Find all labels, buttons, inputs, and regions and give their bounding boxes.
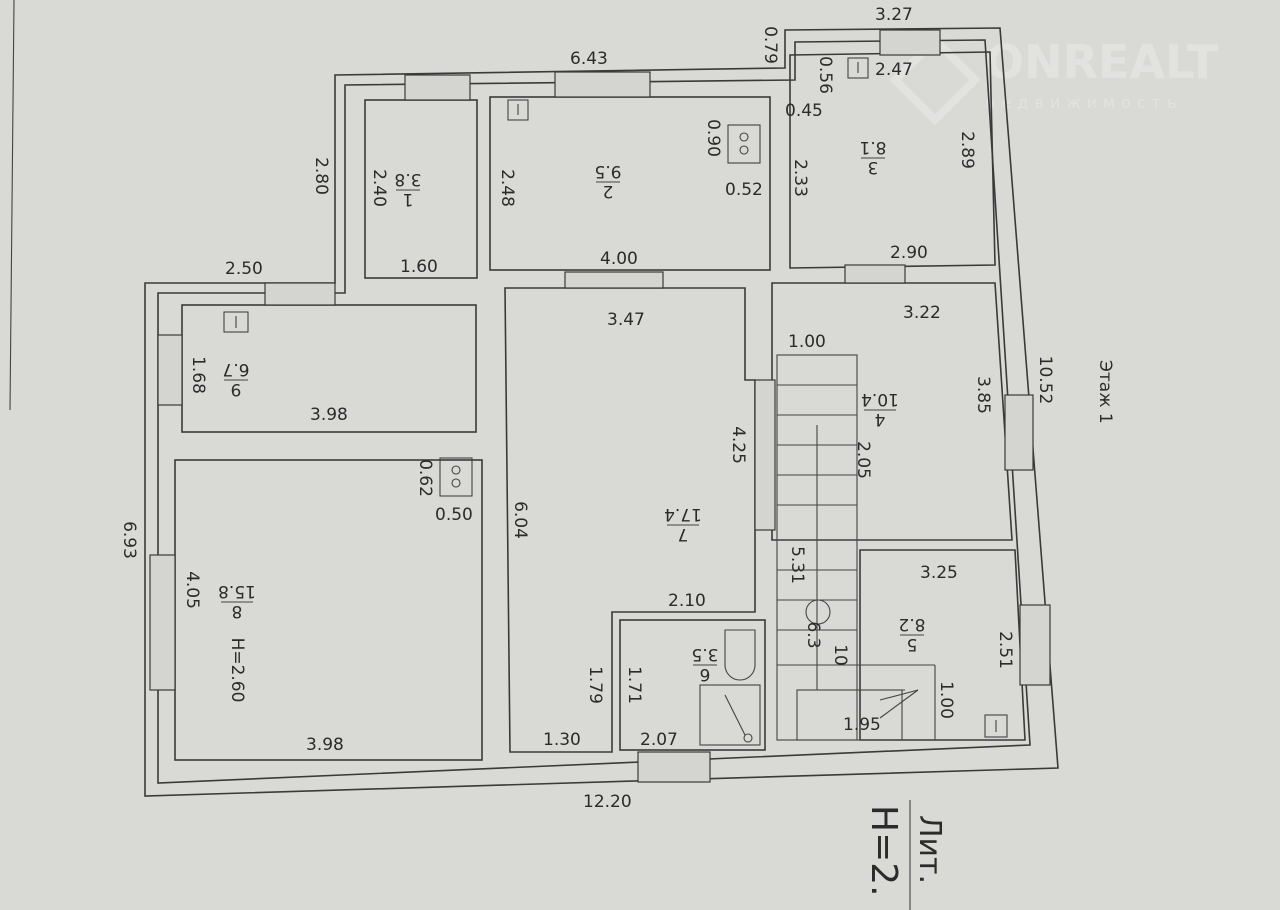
room-area: 9.5: [594, 161, 621, 181]
dimension-label: 2.40: [369, 169, 389, 207]
dimension-label: 2.33: [790, 159, 810, 197]
inner-wall-outline: [157, 39, 1031, 784]
room-area: 10.4: [861, 389, 899, 409]
litera-stamp: Лит. Н=2.: [863, 800, 947, 910]
dimension-label: 3.98: [306, 735, 344, 755]
dimension-label: 2.47: [875, 60, 913, 80]
dimension-label: 2.48: [497, 169, 517, 207]
room-number: 6: [700, 664, 711, 684]
watermark-subtitle: недвижимость: [985, 93, 1182, 112]
dimension-label: 1.71: [624, 666, 644, 704]
vent-icon: [984, 714, 1008, 738]
stove-icon: [727, 124, 761, 164]
staircase: [776, 354, 1012, 741]
dimension-label: 2.90: [890, 243, 928, 263]
dimension-label: 4.05: [182, 571, 202, 609]
dimension-label: 3.27: [875, 5, 913, 25]
room-labels: 13.8 29.5 38.1 410.4 58.2 63.5 717.4 815…: [218, 137, 925, 702]
room-area: 8.2: [898, 614, 925, 634]
dimension-label: 3.98: [310, 405, 348, 425]
room-5: [859, 549, 1026, 741]
stove-icon: [439, 457, 473, 497]
dimension-label: 1.95: [843, 715, 881, 735]
dimension-label: 0.52: [725, 180, 763, 200]
dimension-label: 1.30: [543, 730, 581, 750]
dimension-label: 6.43: [570, 49, 608, 69]
room-area: 3.8: [394, 169, 421, 189]
outer-wall: [144, 27, 1059, 797]
dimension-label: 0.56: [815, 56, 835, 94]
room-number: 7: [678, 524, 689, 544]
dimension-label: 2.80: [311, 157, 331, 195]
dimension-label: 6.3: [803, 621, 823, 648]
dimension-label: 1.00: [788, 332, 826, 352]
room-area: 17.4: [664, 504, 702, 524]
dimension-label: 6.93: [119, 521, 139, 559]
room-area: 15.8: [218, 581, 256, 601]
vent-icon: [223, 311, 249, 333]
watermark: ONREALT недвижимость: [889, 34, 1219, 126]
room-area: 6.7: [222, 359, 249, 379]
dimension-label: 10: [830, 644, 850, 666]
dimension-label: 0.45: [785, 101, 823, 121]
dimension-label: 10.52: [1035, 356, 1055, 405]
dimension-label: 2.10: [668, 591, 706, 611]
toilet-icon: [724, 629, 756, 681]
dimension-label: 12.20: [583, 792, 632, 812]
room-number: 4: [875, 409, 886, 429]
dimension-label: 4.25: [728, 426, 748, 464]
windows: [149, 29, 1051, 783]
room-area: 3.5: [691, 644, 718, 664]
dimension-label: 1.60: [400, 257, 438, 277]
dimension-label: 0.50: [435, 505, 473, 525]
watermark-brand: ONREALT: [985, 35, 1219, 89]
room-number: 9: [231, 379, 242, 399]
dimension-label: 3.85: [973, 376, 993, 414]
dimension-label: 4.00: [600, 249, 638, 269]
room-number: 3: [868, 157, 879, 177]
room-number: 1: [403, 189, 414, 209]
vent-icon: [507, 99, 529, 121]
dimension-label: 1.79: [585, 666, 605, 704]
dimension-label: 1.00: [936, 681, 956, 719]
dimension-label: 2.51: [995, 631, 1015, 669]
room-7: [504, 287, 756, 753]
dimension-label: 5.31: [787, 546, 807, 584]
dimension-label: 6.04: [510, 501, 530, 539]
floor-label: Этаж 1: [1095, 360, 1115, 424]
dimension-label: 0.62: [415, 459, 435, 497]
dimension-label: 2.50: [225, 259, 263, 279]
dimension-label: 2.89: [957, 131, 977, 169]
ceiling-height-label: H=2.60: [227, 638, 247, 703]
dimension-label: 1.68: [188, 356, 208, 394]
shower-icon: [699, 684, 761, 746]
dimension-labels: 3.27 6.43 0.79 0.56 2.47 0.45 0.90 0.52 …: [119, 5, 1115, 812]
room-number: 2: [603, 181, 614, 201]
stamp-height: Н=2.: [863, 805, 904, 897]
room-area: 8.1: [859, 137, 886, 157]
vent-icon: [847, 57, 869, 79]
dimension-label: 2.07: [640, 730, 678, 750]
sheet-edge: [9, 0, 15, 411]
dimension-label: 0.79: [760, 26, 780, 64]
stamp-lit: Лит.: [912, 815, 947, 884]
dimension-label: 3.25: [920, 563, 958, 583]
dimension-label: 3.22: [903, 303, 941, 323]
dimension-label: 2.05: [853, 441, 873, 479]
room-6: [619, 619, 766, 751]
dimension-label: 0.90: [703, 119, 723, 157]
dimension-label: 3.47: [607, 310, 645, 330]
room-number: 5: [907, 634, 918, 654]
room-number: 8: [232, 601, 243, 621]
